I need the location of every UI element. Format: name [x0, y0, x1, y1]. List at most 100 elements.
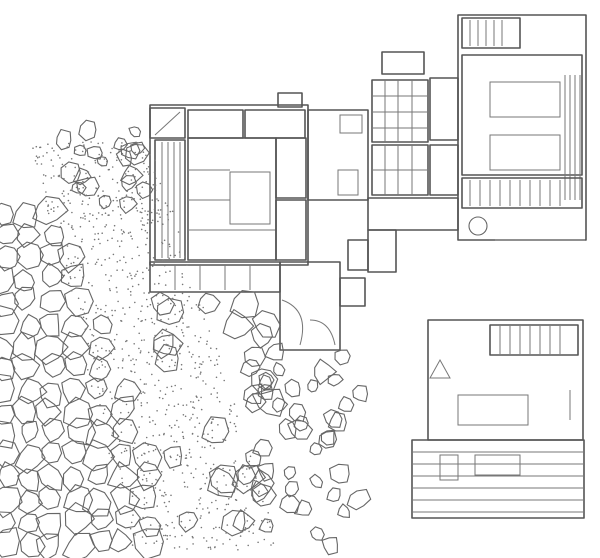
gravel-dot	[180, 329, 183, 331]
gravel-dot	[207, 546, 210, 549]
gravel-dot	[117, 465, 120, 467]
rock	[88, 355, 112, 383]
gravel-dot	[83, 163, 85, 166]
gravel-dot	[132, 358, 134, 360]
gravel-dot	[141, 536, 144, 538]
gravel-dot	[212, 463, 215, 466]
gravel-dot	[175, 440, 178, 443]
rock	[86, 146, 103, 160]
gravel-dot	[114, 348, 116, 351]
gravel-dot	[196, 417, 198, 419]
gravel-dot	[107, 373, 110, 375]
gravel-dot	[156, 479, 159, 482]
gravel-dot	[195, 376, 198, 379]
gravel-dot	[165, 271, 167, 274]
gravel-dot	[121, 477, 123, 480]
gravel-dot	[122, 358, 124, 360]
gravel-dot	[139, 211, 142, 213]
rock	[21, 420, 39, 444]
gravel-dot	[90, 141, 92, 143]
gravel-dot	[153, 283, 156, 285]
gravel-dot	[206, 340, 208, 343]
gravel-dot	[116, 291, 118, 293]
gravel-dot	[143, 171, 145, 173]
rock	[0, 336, 15, 361]
gravel-dot	[88, 197, 91, 199]
gravel-dot	[74, 235, 76, 237]
gravel-dot	[190, 456, 192, 458]
gravel-dot	[205, 462, 207, 465]
gravel-dot	[83, 212, 85, 215]
gravel-dot	[142, 151, 145, 153]
gravel-dot	[157, 199, 160, 202]
gravel-dot	[134, 301, 136, 304]
gravel-dot	[133, 407, 135, 409]
gravel-dot	[199, 497, 202, 499]
gravel-dot	[153, 208, 156, 211]
rock	[63, 287, 94, 318]
gravel-dot	[101, 388, 104, 390]
gravel-dot	[170, 494, 172, 497]
gravel-dot	[97, 350, 99, 352]
rock	[293, 499, 313, 516]
gravel-dot	[99, 379, 101, 382]
gravel-dot	[209, 444, 212, 447]
rock	[326, 487, 341, 502]
gravel-dot	[66, 146, 69, 148]
gravel-dot	[180, 520, 183, 523]
gravel-dot	[190, 375, 192, 377]
gravel-dot	[138, 332, 140, 335]
gravel-dot	[158, 434, 161, 436]
gravel-dot	[103, 408, 106, 411]
gravel-dot	[201, 446, 203, 448]
rock	[90, 508, 114, 531]
gravel-dot	[153, 489, 155, 492]
gravel-dot	[207, 440, 209, 443]
rock	[61, 440, 87, 465]
gravel-dot	[140, 469, 142, 472]
gravel-dot	[84, 301, 86, 303]
gravel-dot	[146, 305, 149, 308]
gravel-dot	[157, 379, 160, 382]
rock	[0, 439, 21, 469]
rock	[64, 350, 88, 377]
rock	[67, 417, 97, 446]
gravel-dot	[162, 480, 165, 482]
gravel-dot	[46, 151, 48, 154]
rock	[87, 463, 109, 485]
gravel-dot	[189, 519, 191, 522]
gravel-dot	[123, 231, 125, 234]
gravel-dot	[135, 359, 137, 361]
gravel-dot	[107, 316, 109, 318]
gravel-dot	[141, 224, 144, 226]
gravel-dot	[169, 254, 172, 257]
gravel-dot	[169, 534, 171, 537]
gravel-dot	[97, 386, 99, 389]
gravel-dot	[120, 411, 122, 414]
gravel-dot	[168, 243, 171, 246]
gravel-dot	[118, 190, 120, 192]
gravel-dot	[144, 508, 146, 510]
rock	[201, 416, 230, 444]
gravel-dot	[40, 163, 43, 165]
gravel-dot	[118, 150, 120, 152]
rock	[197, 292, 221, 315]
gravel-dot	[89, 344, 91, 347]
gravel-dot	[58, 174, 61, 177]
gravel-dot	[74, 166, 76, 169]
gravel-dot	[112, 229, 115, 231]
gravel-dot	[182, 414, 185, 416]
gravel-dot	[236, 415, 238, 418]
gravel-dot	[181, 534, 183, 537]
rock	[307, 379, 319, 393]
gravel-dot	[180, 309, 183, 312]
gravel-dot	[189, 419, 191, 421]
gravel-dot	[150, 317, 153, 320]
gravel-dot	[81, 203, 83, 205]
gravel-dot	[116, 333, 118, 336]
gravel-dot	[104, 212, 107, 214]
gravel-dot	[82, 180, 84, 183]
gravel-dot	[123, 200, 125, 202]
gravel-dot	[228, 413, 231, 415]
gravel-dot	[84, 218, 86, 220]
